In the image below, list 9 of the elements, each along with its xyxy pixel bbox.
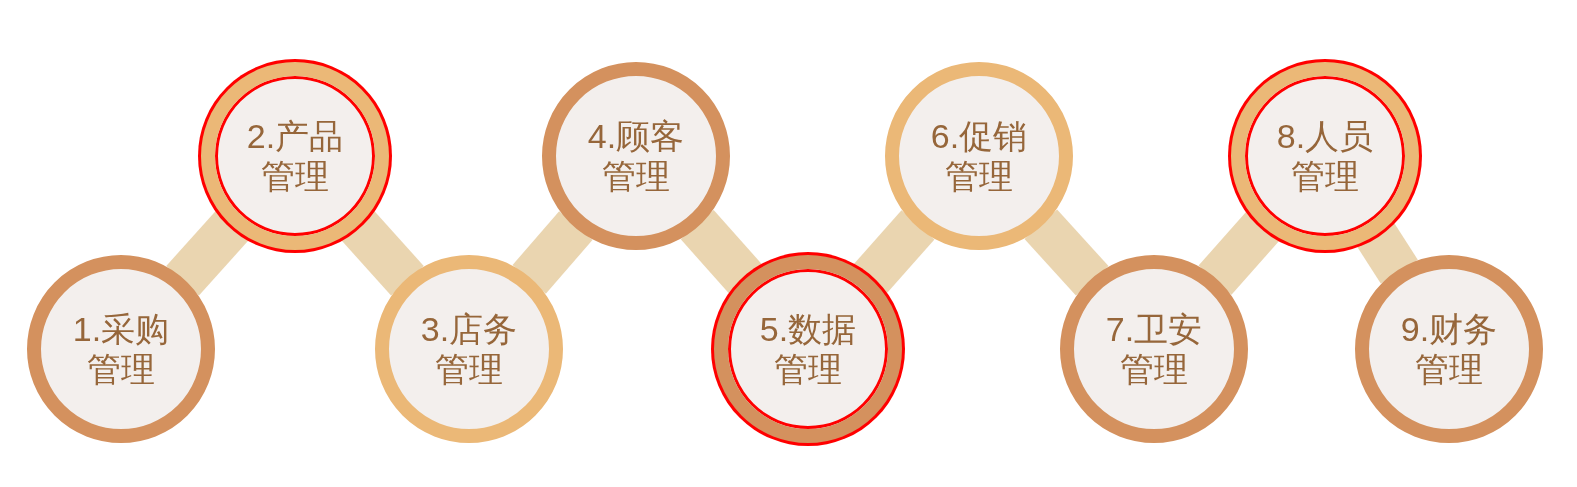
step-label: 8.人员管理: [1275, 116, 1375, 196]
step-label: 7.卫安管理: [1104, 309, 1204, 389]
step-label: 6.促销管理: [929, 116, 1029, 196]
step-label: 5.数据管理: [758, 309, 858, 389]
step-label: 2.产品管理: [245, 116, 345, 196]
step-label: 9.财务管理: [1399, 309, 1499, 389]
step-label: 4.顾客管理: [586, 116, 686, 196]
step-label: 3.店务管理: [419, 309, 519, 389]
step-label: 1.采购管理: [71, 309, 171, 389]
